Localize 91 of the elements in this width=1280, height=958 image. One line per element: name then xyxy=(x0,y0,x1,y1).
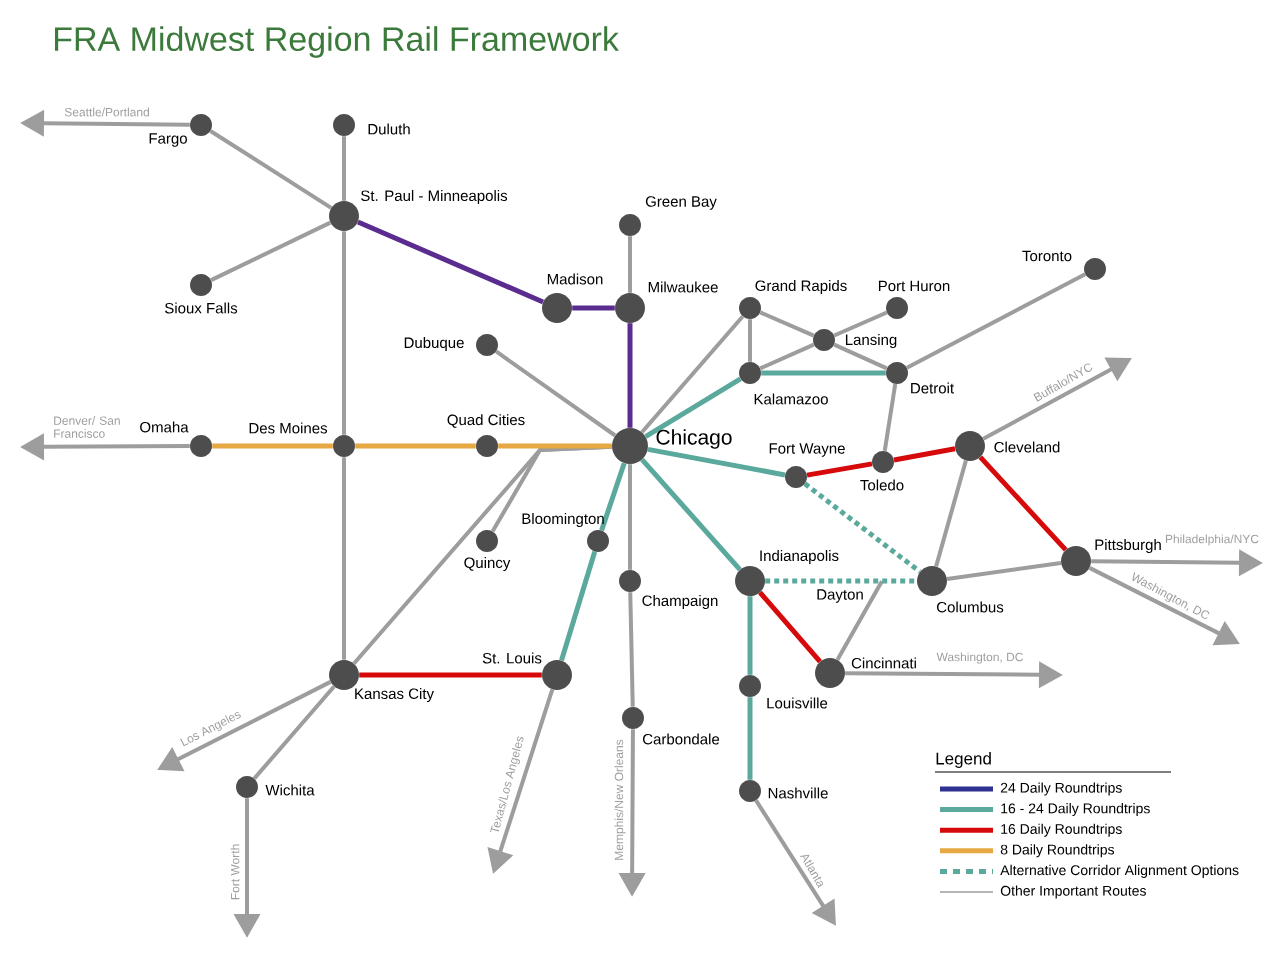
station-label: Milwaukee xyxy=(648,281,718,293)
station-label: St. Louis xyxy=(482,652,542,664)
legend-label: 16 - 24 Daily Roundtrips xyxy=(1001,803,1150,817)
station-label: Cincinnati xyxy=(851,657,916,669)
route-line xyxy=(946,561,1062,581)
route-line xyxy=(342,231,346,435)
route-line xyxy=(833,310,888,338)
destination-label: Washington, DC xyxy=(936,652,1023,664)
route-line xyxy=(806,461,873,478)
title: FRA Midwest Region Rail Framework xyxy=(55,26,619,58)
station-label: Quincy xyxy=(464,557,511,571)
route-line xyxy=(759,342,815,371)
route-line xyxy=(355,443,476,449)
station-label: Chicago xyxy=(656,429,732,449)
route-line xyxy=(212,443,333,449)
destination-label: Seattle/Portland xyxy=(64,107,149,117)
station-label: Fort Wayne xyxy=(769,443,845,457)
destination-label: Denver/ San Francisco xyxy=(54,416,120,438)
station-label: Champaign xyxy=(642,595,718,609)
station-label: Dubuque xyxy=(404,337,464,351)
station-label: Toronto xyxy=(1022,250,1072,262)
route-line xyxy=(835,580,884,661)
route-line xyxy=(599,462,627,532)
station-label: Louisville xyxy=(767,697,828,709)
route-line xyxy=(833,342,888,371)
station-label: Columbus xyxy=(937,601,1004,613)
station-label: Pittsburgh xyxy=(1095,539,1161,553)
route-line xyxy=(644,376,742,439)
route-line xyxy=(628,592,635,707)
route-line xyxy=(761,370,886,376)
station-label: Cleveland xyxy=(994,441,1060,453)
destination-label: Philadelphia/NYC xyxy=(1165,534,1259,546)
route-line xyxy=(893,446,956,463)
route-line xyxy=(747,697,753,780)
station-label: Quad Cities xyxy=(447,414,525,428)
station-label: Grand Rapids xyxy=(755,280,847,294)
station-label: Sioux Falls xyxy=(165,302,238,314)
route-line xyxy=(359,672,542,678)
station-label: Des Moines xyxy=(249,422,328,434)
route-line xyxy=(572,305,615,311)
station-label: Lansing xyxy=(845,334,897,348)
station-label: Bloomington xyxy=(522,513,604,527)
station-label: Detroit xyxy=(911,382,954,394)
route-line xyxy=(252,685,336,780)
route-line xyxy=(559,550,598,662)
station-label: Madison xyxy=(547,273,603,285)
route-line xyxy=(640,315,745,434)
route-line xyxy=(647,446,786,478)
route-line xyxy=(748,319,752,362)
station-label: Indianapolis xyxy=(760,550,839,564)
station-label: Wichita xyxy=(265,784,315,796)
station-label: Duluth xyxy=(368,123,410,135)
route-line xyxy=(978,455,1068,552)
station-label: Toledo xyxy=(860,479,904,491)
station-label: Nashville xyxy=(768,787,828,799)
station-label: Omaha xyxy=(140,421,189,433)
route-line xyxy=(747,596,753,675)
route-line xyxy=(498,443,612,449)
route-line xyxy=(209,129,333,210)
route-line xyxy=(627,323,633,428)
route-line xyxy=(495,349,617,438)
station-label: Kansas City xyxy=(355,688,434,702)
legend-label: 16 Daily Roundtrips xyxy=(1001,823,1122,837)
station-label: Dayton xyxy=(817,589,863,603)
route-line xyxy=(210,220,332,282)
route-line xyxy=(758,590,822,664)
station-label: Port Huron xyxy=(878,280,950,292)
route-line xyxy=(342,457,346,660)
route-line xyxy=(628,236,632,293)
legend-label: Alternative Corridor Alignment Options xyxy=(1000,864,1239,878)
route-line xyxy=(882,383,898,452)
route-line xyxy=(342,136,346,201)
route-line xyxy=(356,219,545,305)
legend-label: 8 Daily Roundtrips xyxy=(1000,844,1115,858)
route-line xyxy=(628,464,632,570)
legend-label: 24 Daily Roundtrips xyxy=(1000,782,1122,796)
legend-heading: Legend xyxy=(936,752,991,768)
destination-label: Memphis/New Orleans xyxy=(614,739,626,860)
station-label: Carbondale xyxy=(643,733,720,745)
route-line xyxy=(906,272,1086,370)
route-line xyxy=(934,460,968,567)
station-label: Kalamazoo xyxy=(754,393,828,405)
route-line xyxy=(759,310,815,338)
route-line xyxy=(803,481,922,574)
station-label: Green Bay xyxy=(645,196,717,210)
route-line xyxy=(882,578,917,584)
station-label: Fargo xyxy=(149,133,187,147)
destination-label: Fort Worth xyxy=(230,844,240,900)
legend-label: Other Important Routes xyxy=(1000,885,1146,899)
station-label: St. Paul - Minneapolis xyxy=(361,190,508,204)
route-line xyxy=(640,457,742,572)
